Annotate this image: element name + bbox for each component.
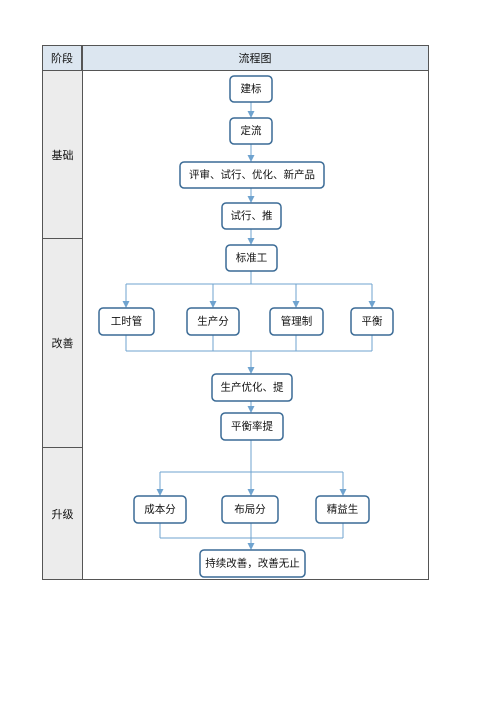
node-6a-box [98, 307, 155, 336]
node-7-label: 生产优化、提 [221, 381, 284, 394]
node-9c-label: 精益生 [327, 503, 359, 516]
node-8-label: 平衡率提 [231, 420, 273, 433]
stage-header: 阶段 [43, 46, 82, 71]
node-10-box [199, 549, 306, 578]
node-4-label: 试行、推 [231, 209, 273, 222]
node-10-label: 持续改善，改善无止 [205, 557, 300, 570]
stage-header-label: 阶段 [51, 52, 73, 65]
node-9b-box [221, 495, 279, 524]
node-6c-label: 管理制 [281, 315, 313, 328]
node-8-box [220, 412, 284, 441]
stage-basic-label: 基础 [51, 148, 74, 162]
node-3-box [179, 161, 325, 189]
node-2-label: 定流 [241, 124, 262, 137]
node-9b-label: 布局分 [234, 504, 266, 516]
node-4-box [221, 202, 282, 230]
node-1-box [229, 75, 273, 103]
node-6b-label: 生产分 [197, 315, 229, 328]
stage-improve: 改善 [43, 239, 82, 448]
node-2-box [229, 117, 273, 145]
node-7-box [211, 373, 293, 402]
stage-improve-label: 改善 [51, 337, 74, 350]
flowchart-header-label: 流程图 [238, 52, 272, 65]
stage-upgrade-label: 升级 [51, 507, 74, 521]
node-6d-box [350, 307, 394, 336]
process-table: 阶段 流程图 基础 改善 升级 [42, 45, 429, 580]
node-5-label: 标准工 [236, 252, 268, 264]
node-6c-box [269, 307, 324, 336]
node-9a-box [133, 495, 187, 524]
stage-upgrade: 升级 [43, 448, 82, 579]
node-1-label: 建标 [241, 82, 262, 95]
column-divider [82, 46, 83, 579]
node-6a-label: 工时管 [111, 315, 143, 328]
node-5-box [225, 244, 278, 272]
node-6d-label: 平衡 [362, 316, 383, 328]
node-9c-box [315, 495, 370, 524]
node-9a-label: 成本分 [144, 503, 176, 516]
node-6b-box [186, 307, 240, 336]
flowchart-header: 流程图 [82, 46, 428, 71]
stage-basic: 基础 [43, 71, 82, 239]
node-3-label: 评审、试行、优化、新产品 [189, 168, 315, 181]
